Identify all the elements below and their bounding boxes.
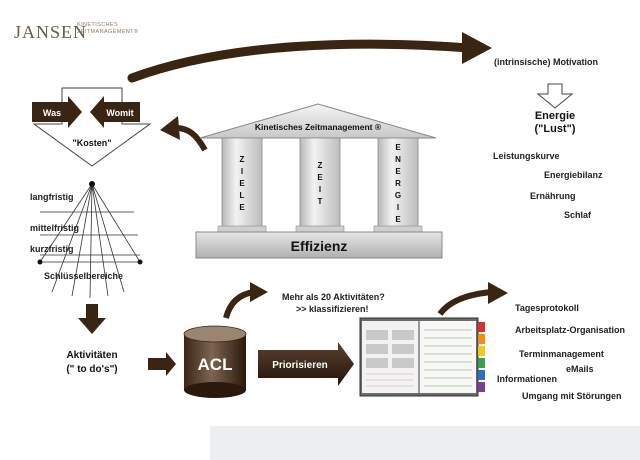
was-label: Was — [43, 108, 61, 118]
pillar-zeit — [299, 137, 341, 233]
tool-informationen: Informationen — [497, 374, 557, 384]
activities-to-acl-arrow — [148, 352, 176, 376]
logo-name: JANSEN — [14, 22, 88, 42]
energy-item-ernaehrung: Ernährung — [530, 191, 576, 201]
svg-text:G: G — [395, 191, 401, 200]
acl-cylinder-body — [184, 334, 246, 390]
motivation-curve-arrow — [127, 39, 475, 83]
svg-text:I: I — [397, 203, 399, 212]
pillar-ziele-letters: Z I E L E — [239, 155, 245, 212]
svg-text:E: E — [395, 143, 401, 152]
tab-orange — [478, 334, 485, 344]
logo-subtitle: KINETISCHES ZEITMANAGEMENT® — [77, 22, 138, 36]
svg-text:N: N — [395, 155, 401, 164]
priorisieren-label: Priorisieren — [272, 360, 328, 371]
tool-stoerungen: Umgang mit Störungen — [522, 391, 622, 401]
kosten-label: "Kosten" — [72, 138, 111, 148]
lust-heading: ("Lust") — [534, 123, 576, 135]
tool-emails: eMails — [566, 364, 594, 374]
womit-arrow — [90, 96, 140, 128]
acl-label: ACL — [198, 355, 233, 374]
label-schluesselbereiche: Schlüsselbereiche — [44, 271, 124, 281]
temple-left-arrowhead — [160, 116, 180, 140]
tab-red — [478, 322, 485, 332]
temple-base — [195, 231, 443, 259]
label-kurzfristig: kurzfristig — [30, 244, 74, 254]
tab-purple — [478, 382, 485, 392]
energy-item-energiebilanz: Energiebilanz — [544, 170, 603, 180]
pillar-energie — [377, 137, 419, 233]
fan-right-dot — [137, 259, 143, 265]
svg-text:I: I — [241, 167, 243, 176]
planner-image — [359, 317, 485, 397]
acl-up-arrowhead — [250, 282, 268, 302]
activities-heading: Aktivitäten — [66, 350, 118, 361]
tab-blue — [478, 370, 485, 380]
priorisieren-arrow — [258, 342, 354, 386]
acl-cylinder-bottom — [184, 382, 246, 398]
svg-text:R: R — [395, 179, 401, 188]
energy-item-leistungskurve: Leistungskurve — [493, 151, 560, 161]
bottom-band — [210, 426, 640, 460]
tool-tagesprotokoll: Tagesprotokoll — [515, 303, 579, 313]
svg-text:I: I — [319, 185, 321, 194]
fan-apex-dot — [89, 181, 95, 187]
energie-down-arrow — [536, 83, 574, 109]
energy-item-schlaf: Schlaf — [564, 210, 592, 220]
svg-text:E: E — [395, 167, 401, 176]
activities-down-arrow — [78, 304, 106, 334]
pillar-ziele — [221, 137, 263, 233]
tab-yellow — [478, 346, 485, 356]
svg-text:T: T — [318, 197, 323, 206]
acl-cylinder-top — [183, 325, 247, 343]
over20-line2: >> klassifizieren! — [296, 304, 369, 314]
logo-sub-line2: ZEITMANAGEMENT® — [77, 29, 139, 35]
temple-base-label: Effizienz — [291, 238, 348, 254]
tool-arbeitsplatz: Arbeitsplatz-Organisation — [515, 325, 626, 335]
pillar-zeit-letters: Z E I T — [317, 161, 323, 206]
label-langfristig: langfristig — [30, 192, 74, 202]
tool-terminmanagement: Terminmanagement — [519, 349, 604, 359]
timeframe-fan — [39, 183, 141, 299]
svg-text:Z: Z — [240, 155, 245, 164]
temple-roof — [199, 103, 437, 139]
logo-sub-line1: KINETISCHES — [77, 22, 119, 28]
temple-left-curve-arrow — [175, 125, 208, 152]
acl-up-curve-arrow — [223, 289, 255, 319]
svg-text:Z: Z — [318, 161, 323, 170]
was-arrow — [32, 96, 82, 128]
fan-left-dot — [37, 259, 43, 265]
temple-title: Kinetisches Zeitmanagement ® — [255, 122, 382, 132]
over20-line1: Mehr als 20 Aktivitäten? — [282, 292, 385, 302]
svg-text:E: E — [317, 173, 323, 182]
planner-tools-curve-arrow — [437, 289, 493, 316]
svg-text:L: L — [240, 191, 245, 200]
svg-text:E: E — [239, 179, 245, 188]
womit-label: Womit — [106, 108, 133, 118]
label-mittelfristig: mittelfristig — [30, 223, 80, 233]
tab-green — [478, 358, 485, 368]
energie-heading: Energie — [534, 110, 576, 122]
kosten-down-arrow — [32, 87, 152, 167]
motivation-arrowhead — [462, 32, 492, 64]
planner-tools-arrowhead — [488, 282, 508, 304]
svg-text:E: E — [239, 203, 245, 212]
pillar-energie-letters: E N E R G I E — [395, 143, 401, 224]
svg-text:E: E — [395, 215, 401, 224]
activities-subheading: (" to do's") — [66, 364, 118, 375]
motivation-label: (intrinsische) Motivation — [494, 57, 599, 67]
